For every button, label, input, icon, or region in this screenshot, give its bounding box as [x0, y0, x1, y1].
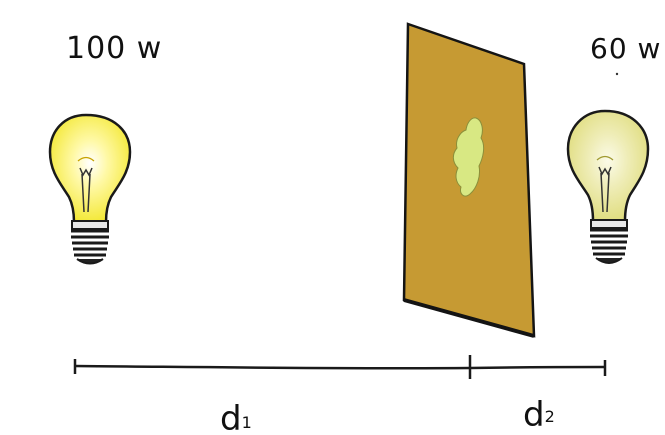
small-dot [615, 72, 619, 76]
distance-d1-label: d1 [220, 399, 252, 435]
distance-scale [73, 355, 607, 379]
d1-subscript: 1 [242, 413, 252, 432]
d2-subscript: 2 [545, 407, 555, 426]
left-lamp-label: 100 w [66, 31, 162, 66]
d1-main: d [220, 399, 242, 435]
grease-spot-screen [402, 22, 536, 338]
distance-d2-label: d2 [523, 395, 555, 435]
light-bulb-icon [48, 113, 132, 265]
right-lamp-label: 60 w [590, 32, 661, 65]
light-bulb-icon [566, 109, 650, 264]
d2-main: d [523, 395, 545, 435]
